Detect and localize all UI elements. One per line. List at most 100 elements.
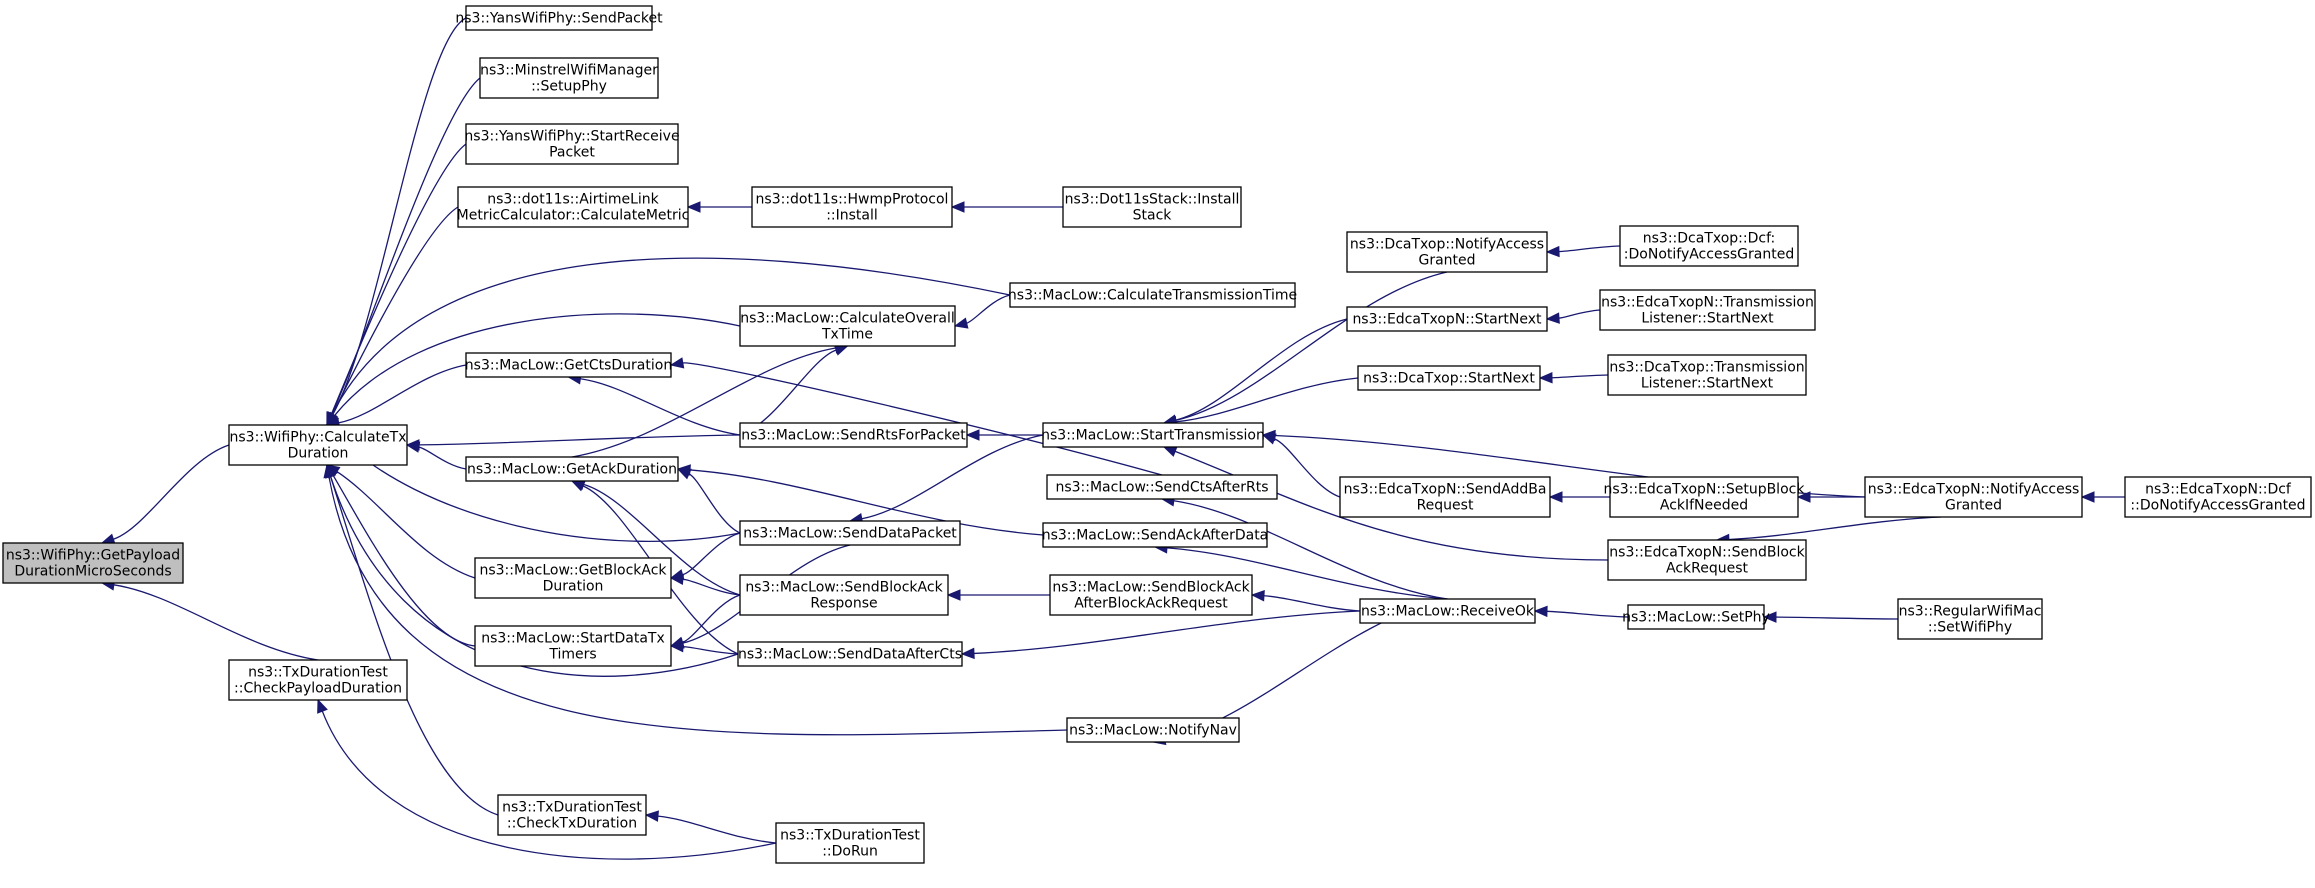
call-edge-edca_startnext-to-starttrans [1162, 318, 1348, 426]
call-edge-dca_dcf-to-dca_notify [1545, 245, 1621, 258]
node-notifynav[interactable]: ns3::MacLow::NotifyNav [1066, 717, 1240, 743]
node-calc_trans[interactable]: ns3::MacLow::CalculateTransmissionTime [1008, 282, 1297, 308]
node-box [1339, 476, 1551, 518]
node-txdt_ctd[interactable]: ns3::TxDurationTest::CheckTxDuration [497, 794, 647, 836]
edge-line [331, 257, 1011, 415]
node-txdt_dorun[interactable]: ns3::TxDurationTest::DoRun [775, 822, 925, 864]
edge-line [861, 434, 1044, 520]
node-dca_dcf[interactable]: ns3::DcaTxop::Dcf::DoNotifyAccessGranted [1619, 225, 1799, 267]
node-regular_setwifiphy[interactable]: ns3::RegularWifiMac::SetWifiPhy [1897, 598, 2043, 640]
edge-line [682, 532, 741, 576]
node-label: ns3::dot11s::HwmpProtocol [756, 192, 949, 208]
edge-layer [100, 17, 2125, 860]
edge-line [336, 471, 476, 579]
arrowhead-icon [1548, 491, 1563, 503]
node-dca_notify[interactable]: ns3::DcaTxop::NotifyAccessGranted [1346, 231, 1548, 273]
node-edca_tl_startnext[interactable]: ns3::EdcaTxopN::TransmissionListener::St… [1599, 289, 1816, 331]
edge-line [334, 433, 741, 542]
node-minstrel[interactable]: ns3::MinstrelWifiManager::SetupPhy [479, 57, 659, 99]
node-hwmp[interactable]: ns3::dot11s::HwmpProtocol::Install [751, 186, 953, 228]
node-label: ns3::MacLow::StartTransmission [1041, 428, 1265, 444]
node-airtime[interactable]: ns3::dot11s::AirtimeLinkMetricCalculator… [457, 186, 690, 228]
call-edge-edca_setupblock-to-edca_sendaddba [1548, 491, 1610, 503]
node-box [1062, 186, 1242, 228]
node-sendrts[interactable]: ns3::MacLow::SendRtsForPacket [739, 422, 968, 448]
node-label: AckRequest [1666, 561, 1749, 577]
node-label: ns3::EdcaTxopN::SendAddBa [1344, 482, 1547, 498]
node-root[interactable]: ns3::WifiPhy::GetPayloadDurationMicroSec… [2, 542, 184, 584]
call-edge-sendctsafterrts-to-getcts [669, 357, 1163, 476]
call-edge-sendblockack_after-to-sendblockack_resp [946, 589, 1050, 601]
node-label: Listener::StartNext [1641, 311, 1774, 327]
node-label: ns3::MacLow::NotifyNav [1069, 723, 1237, 739]
arrowhead-icon [1545, 312, 1560, 324]
node-starttrans[interactable]: ns3::MacLow::StartTransmission [1041, 422, 1265, 448]
arrowhead-icon [570, 480, 586, 492]
edge-line [332, 474, 476, 647]
node-senddata[interactable]: ns3::MacLow::SendDataPacket [739, 520, 961, 546]
node-box [479, 57, 659, 99]
arrowhead-icon [669, 569, 685, 581]
node-edca_startnext[interactable]: ns3::EdcaTxopN::StartNext [1346, 306, 1548, 332]
node-sendctsafterrts[interactable]: ns3::MacLow::SendCtsAfterRts [1046, 474, 1278, 500]
node-label: ns3::Dot11sStack::Install [1065, 192, 1240, 208]
arrowhead-icon [1545, 245, 1560, 258]
node-setphy[interactable]: ns3::MacLow::SetPhy [1622, 604, 1770, 630]
node-edca_dcf[interactable]: ns3::EdcaTxopN::Dcf::DoNotifyAccessGrant… [2124, 476, 2312, 518]
edge-line [1174, 450, 1609, 561]
node-box [1897, 598, 2043, 640]
call-edge-edca_tl_startnext-to-edca_startnext [1545, 309, 1601, 324]
arrowhead-icon [2080, 491, 2095, 503]
edge-line [682, 578, 741, 596]
node-dca_tl_startnext[interactable]: ns3::DcaTxop::TransmissionListener::Star… [1607, 354, 1807, 396]
node-label: ns3::YansWifiPhy::SendPacket [455, 11, 663, 27]
node-receiveok[interactable]: ns3::MacLow::ReceiveOk [1359, 598, 1536, 624]
node-dca_startnext[interactable]: ns3::DcaTxop::StartNext [1357, 365, 1541, 391]
node-txdt_cpd[interactable]: ns3::TxDurationTest::CheckPayloadDuratio… [228, 659, 408, 701]
node-label: ns3::MacLow::SetPhy [1622, 610, 1770, 626]
edge-line [321, 710, 777, 860]
node-box [228, 424, 408, 466]
node-box [2, 542, 184, 584]
node-label: Granted [1418, 253, 1475, 269]
arrowhead-icon [644, 810, 659, 822]
node-edca_notify[interactable]: ns3::EdcaTxopN::NotifyAccessGranted [1864, 476, 2083, 518]
node-label: ::DoNotifyAccessGranted [2130, 498, 2305, 514]
node-sendackafterdata[interactable]: ns3::MacLow::SendAckAfterData [1042, 522, 1269, 548]
node-box [1619, 225, 1799, 267]
node-label: ns3::TxDurationTest [502, 800, 642, 816]
node-box [474, 625, 672, 667]
node-sendblockack_after[interactable]: ns3::MacLow::SendBlockAckAfterBlockAckRe… [1049, 574, 1253, 616]
call-edge-sendrts-to-calc_overall [739, 344, 849, 436]
node-box [1864, 476, 2083, 518]
node-label: ns3::MacLow::GetAckDuration [467, 462, 677, 478]
node-label: ns3::RegularWifiMac [1899, 604, 2042, 620]
edge-line [1274, 438, 1341, 498]
node-label: ns3::DcaTxop::Dcf: [1643, 231, 1775, 247]
call-edge-senddata-to-getblockack [669, 532, 741, 581]
node-getcts[interactable]: ns3::MacLow::GetCtsDuration [465, 352, 672, 378]
edge-line [333, 313, 741, 417]
node-label: Listener::StartNext [1641, 376, 1774, 392]
node-box [1346, 306, 1548, 332]
node-label: ns3::TxDurationTest [248, 665, 388, 681]
call-edge-notifynav-to-calctx [323, 463, 1068, 736]
node-label: ns3::MacLow::SendDataAfterCts [738, 647, 962, 663]
node-getack[interactable]: ns3::MacLow::GetAckDuration [465, 456, 679, 482]
node-yans_send[interactable]: ns3::YansWifiPhy::SendPacket [455, 5, 663, 31]
node-box [1009, 282, 1296, 308]
edge-line [1263, 595, 1361, 612]
node-senddataaftercts[interactable]: ns3::MacLow::SendDataAfterCts [737, 641, 963, 667]
node-label: ns3::EdcaTxopN::SendBlock [1609, 545, 1805, 561]
